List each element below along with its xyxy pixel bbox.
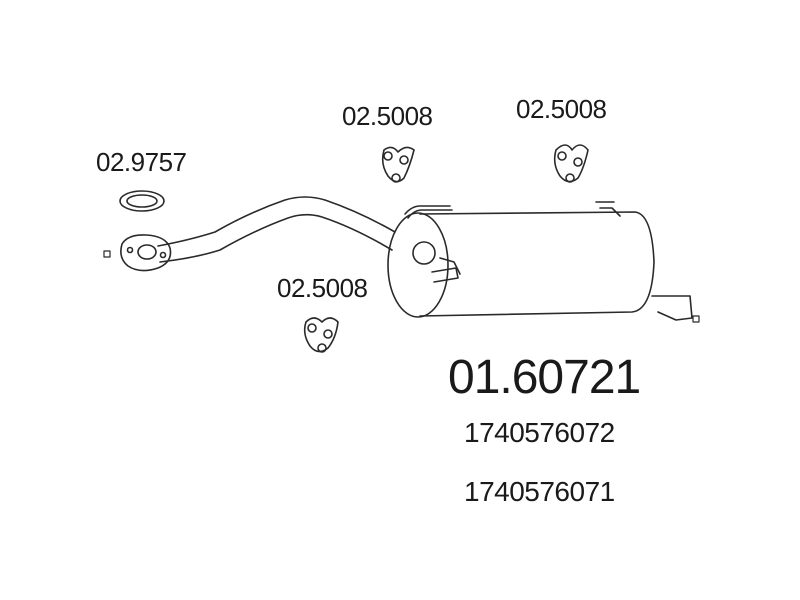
front-flange: [103, 234, 172, 272]
gasket-ring: [119, 190, 165, 212]
rubber-hanger-bottom: [303, 317, 339, 353]
oe-number-1: 1740576072: [464, 417, 615, 448]
main-part-number: 01.60721: [448, 351, 641, 404]
intermediate-pipe: [157, 196, 396, 263]
hanger-top-left-part-number: 02.5008: [342, 101, 433, 131]
oe-number-2: 1740576071: [464, 476, 615, 507]
rear-silencer: [387, 201, 700, 323]
hanger-top-right-part-number: 02.5008: [516, 94, 607, 124]
rubber-hanger-top-left: [381, 146, 415, 183]
hanger-bottom-part-number: 02.5008: [277, 273, 368, 303]
gasket-part-number: 02.9757: [96, 147, 187, 177]
rubber-hanger-top-right: [553, 144, 589, 183]
